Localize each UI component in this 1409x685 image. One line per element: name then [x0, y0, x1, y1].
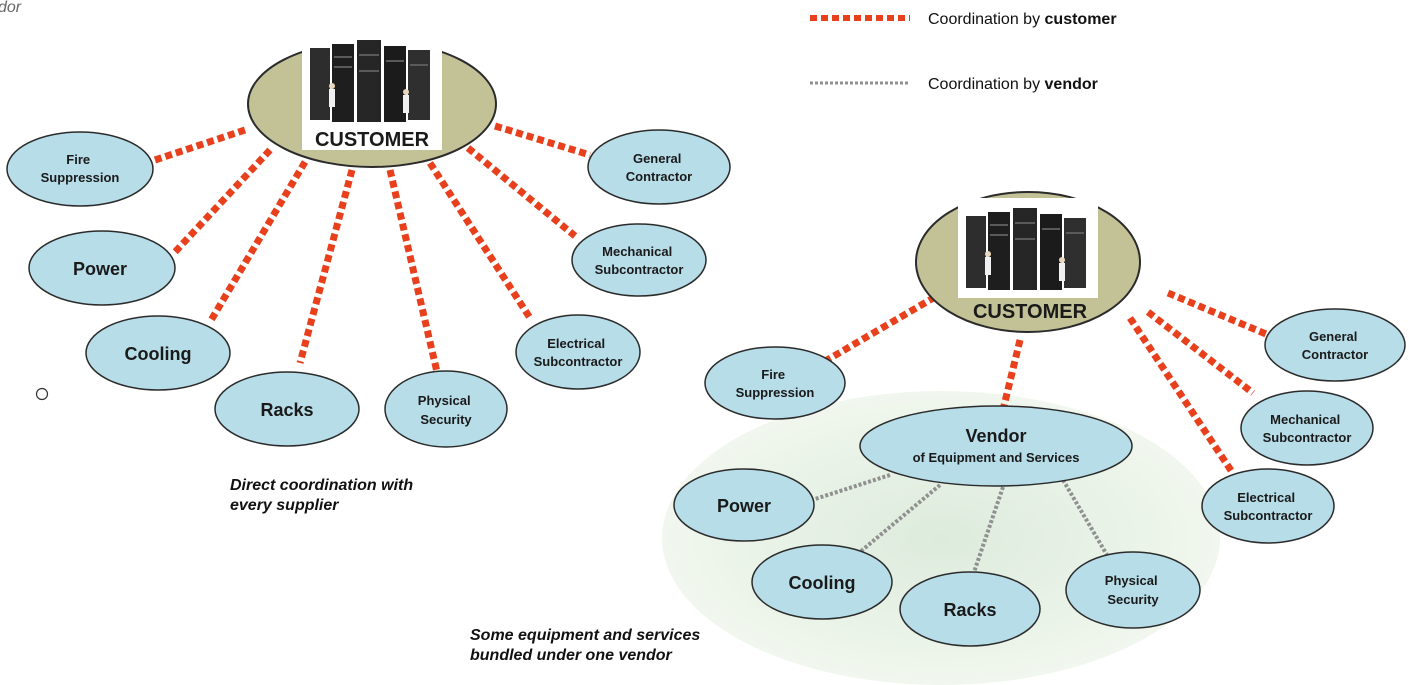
left-node-cooling: [85, 315, 231, 391]
right-link-electrical: [1127, 316, 1235, 474]
left-physical-line2: Security: [420, 412, 472, 427]
left-customer-label: CUSTOMER: [315, 129, 430, 151]
right-diagram: CUSTOMER Vendor of Equipment and Service…: [470, 191, 1406, 685]
bullet-circle: [35, 387, 49, 401]
right-physical-line2: Security: [1107, 592, 1159, 607]
right-mechanical-line2: Subcontractor: [1263, 430, 1352, 445]
left-node-fire: [6, 131, 154, 207]
right-node-physical: [1065, 551, 1201, 629]
svg-text:General Contractor: General Contractor: [1302, 329, 1368, 362]
vendor-link-racks: [970, 486, 1005, 579]
left-node-electrical: [515, 314, 641, 390]
left-link-mechanical: [465, 145, 578, 239]
legend-customer-label: Coordination by customer: [928, 11, 1117, 28]
left-general-line1: General: [633, 151, 681, 166]
svg-text:Fire Suppression: Fire Suppression: [736, 367, 815, 400]
right-connectors: [820, 289, 1268, 474]
left-electrical-line2: Subcontractor: [534, 354, 623, 369]
right-node-fire: [704, 346, 846, 420]
right-node-cooling: [751, 544, 893, 620]
right-node-mechanical: [1240, 390, 1374, 466]
left-link-general: [493, 122, 592, 159]
right-mechanical-line1: Mechanical: [1270, 412, 1340, 427]
left-node-racks: [214, 371, 360, 447]
left-caption: Direct coordination with every supplier: [230, 477, 418, 514]
right-customer-label: CUSTOMER: [973, 301, 1088, 323]
left-node-mechanical: [571, 223, 707, 297]
right-physical-line1: Physical: [1105, 573, 1158, 588]
vendor-link-power: [811, 473, 891, 502]
right-electrical-line2: Subcontractor: [1224, 508, 1313, 523]
svg-text:Fire Suppression: Fire Suppression: [41, 152, 120, 185]
right-node-racks: [899, 571, 1041, 647]
right-node-general: [1264, 308, 1406, 382]
right-link-mechanical: [1145, 309, 1256, 396]
left-mechanical-line1: Mechanical: [602, 244, 672, 259]
left-node-power: [28, 230, 176, 306]
left-link-physical: [386, 169, 441, 373]
left-link-fire: [153, 126, 247, 164]
right-power-label: Power: [717, 496, 771, 516]
left-node-general: [587, 129, 731, 205]
vendor-title: Vendor: [965, 426, 1026, 446]
corner-text: dor: [0, 0, 22, 16]
vendor-connectors: [811, 473, 1109, 579]
right-general-line1: General: [1309, 329, 1357, 344]
left-cooling-label: Cooling: [125, 344, 192, 364]
right-cooling-label: Cooling: [789, 573, 856, 593]
legend: Coordination by customer Coordination by…: [810, 11, 1117, 93]
left-link-racks: [296, 169, 356, 364]
svg-text:Electrical Subcontractor: Electrical Subcontractor: [534, 336, 623, 369]
svg-text:Physical Security: Physical Security: [418, 393, 474, 427]
right-general-line2: Contractor: [1302, 347, 1368, 362]
right-node-power: [673, 468, 815, 542]
left-electrical-line1: Electrical: [547, 336, 605, 351]
left-link-power: [172, 147, 273, 255]
left-node-physical: [384, 370, 508, 448]
left-fire-line1: Fire: [66, 152, 90, 167]
vendor-subtitle: of Equipment and Services: [913, 450, 1080, 465]
left-racks-label: Racks: [260, 400, 313, 420]
right-link-fire: [820, 293, 937, 367]
left-diagram: CUSTOMER Fire Suppression Power Cooling …: [6, 30, 731, 514]
right-link-general: [1166, 289, 1268, 338]
right-fire-line1: Fire: [761, 367, 785, 382]
left-power-label: Power: [73, 259, 127, 279]
left-fire-line2: Suppression: [41, 170, 120, 185]
legend-vendor-label: Coordination by vendor: [928, 76, 1098, 93]
left-physical-line1: Physical: [418, 393, 471, 408]
left-link-electrical: [427, 161, 533, 320]
svg-text:Electrical Subcontractor: Electrical Subcontractor: [1224, 490, 1313, 523]
server-room-photo-icon: [302, 30, 442, 130]
left-mechanical-line2: Subcontractor: [595, 262, 684, 277]
left-general-line2: Contractor: [626, 169, 692, 184]
svg-text:General Contractor: General Contractor: [626, 151, 692, 184]
right-racks-label: Racks: [943, 600, 996, 620]
server-room-photo-icon-right: [958, 198, 1098, 298]
left-connectors: [153, 122, 592, 373]
right-link-vendor: [999, 339, 1024, 411]
svg-text:Mechanical Subcontractor: Mechanical Subcontractor: [1263, 412, 1352, 445]
vendor-node: [859, 405, 1133, 487]
svg-text:Physical Security: Physical Security: [1105, 573, 1161, 607]
vendor-link-physical: [1061, 478, 1109, 557]
right-caption: Some equipment and services bundled unde…: [470, 627, 705, 664]
left-link-cooling: [206, 160, 309, 324]
vendor-link-cooling: [858, 483, 942, 554]
right-fire-line2: Suppression: [736, 385, 815, 400]
right-electrical-line1: Electrical: [1237, 490, 1295, 505]
right-node-electrical: [1201, 468, 1335, 544]
svg-text:Mechanical Subcontractor: Mechanical Subcontractor: [595, 244, 684, 277]
